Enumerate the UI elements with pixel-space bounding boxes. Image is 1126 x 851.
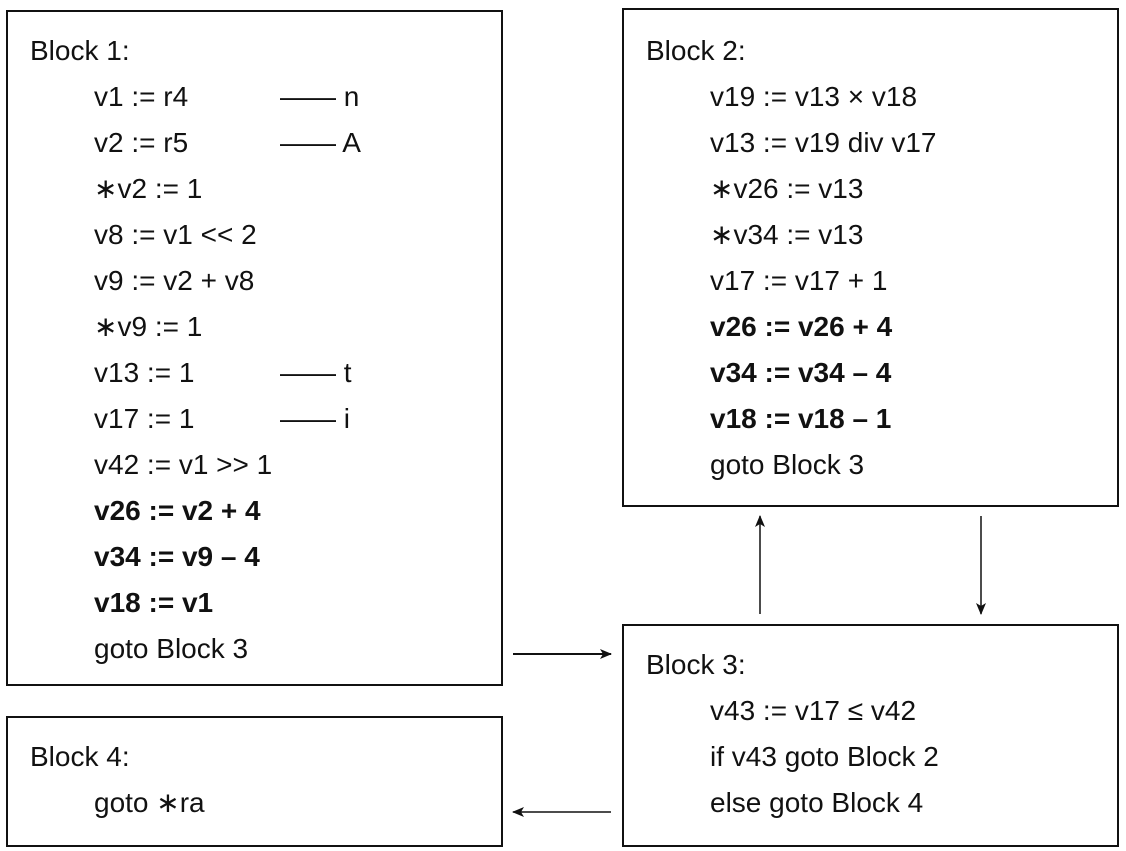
statement-text: v13 := v19 div v17 — [710, 127, 937, 158]
statement-line: ∗v9 := 1 — [94, 304, 272, 350]
statement-comment: —— A — [280, 127, 361, 158]
statement-line: v18 := v18 – 1 — [710, 396, 936, 442]
statement-text: v26 := v26 + 4 — [710, 311, 893, 342]
statement-line: v13 := 1 —— t — [94, 350, 352, 396]
block-4-title: Block 4: — [30, 741, 130, 772]
statement-line: goto Block 3 — [710, 442, 936, 488]
statement-line: ∗v26 := v13 — [710, 166, 936, 212]
statement-line: goto ∗ra — [94, 780, 205, 826]
statement-line: v2 := r5 —— A — [94, 120, 361, 166]
statement-line: if v43 goto Block 2 — [710, 734, 939, 780]
statement-text: ∗v34 := v13 — [710, 219, 864, 250]
block-1: Block 1: v1 := r4 —— n v2 := r5 —— A ∗v2 := … — [6, 10, 503, 686]
statement-line: v34 := v34 – 4 — [710, 350, 936, 396]
statement-text: v19 := v13 × v18 — [710, 81, 918, 112]
block-2-statements: v19 := v13 × v18 v13 := v19 div v17 ∗v26 :… — [710, 74, 936, 488]
statement-text: v8 := v1 << 2 — [94, 219, 257, 250]
statement-line: v42 := v1 >> 1 — [94, 442, 272, 488]
statement-line: v9 := v2 + v8 — [94, 258, 272, 304]
statement-line: v8 := v1 << 2 — [94, 212, 272, 258]
block-3: Block 3: v43 := v17 ≤ v42 if v43 goto Blo… — [622, 624, 1119, 847]
statement-line: v1 := r4 —— n — [94, 74, 359, 120]
statement-text: ∗v2 := 1 — [94, 173, 203, 204]
block-1-statements: v1 := r4 —— n v2 := r5 —— A ∗v2 := 1 v8 := v1… — [94, 74, 361, 672]
statement-text: else goto Block 4 — [710, 787, 924, 818]
statement-comment: —— i — [280, 403, 350, 434]
statement-line: goto Block 3 — [94, 626, 272, 672]
statement-text: if v43 goto Block 2 — [710, 741, 939, 772]
block-1-title: Block 1: — [30, 35, 130, 66]
statement-text: goto Block 3 — [710, 449, 865, 480]
statement-text: goto Block 3 — [94, 633, 249, 664]
statement-line: ∗v2 := 1 — [94, 166, 272, 212]
statement-text: v43 := v17 ≤ v42 — [710, 695, 917, 726]
block-3-title: Block 3: — [646, 649, 746, 680]
block-2-title: Block 2: — [646, 35, 746, 66]
block-2: Block 2: v19 := v13 × v18 v13 := v19 div … — [622, 8, 1119, 507]
block-4: Block 4: goto ∗ra — [6, 716, 503, 847]
statement-text: v34 := v34 – 4 — [710, 357, 892, 388]
statement-line: v43 := v17 ≤ v42 — [710, 688, 939, 734]
block-4-statements: goto ∗ra — [94, 780, 205, 826]
statement-text: v42 := v1 >> 1 — [94, 449, 273, 480]
statement-line: v26 := v26 + 4 — [710, 304, 936, 350]
statement-text: ∗v9 := 1 — [94, 311, 203, 342]
statement-text: goto ∗ra — [94, 787, 205, 818]
statement-text: v26 := v2 + 4 — [94, 495, 261, 526]
statement-text: v9 := v2 + v8 — [94, 265, 255, 296]
statement-line: v17 := 1 —— i — [94, 396, 350, 442]
statement-comment: —— n — [280, 81, 360, 112]
statement-line: v17 := v17 + 1 — [710, 258, 936, 304]
statement-text: v18 := v18 – 1 — [710, 403, 892, 434]
statement-line: v19 := v13 × v18 — [710, 74, 936, 120]
statement-text: v1 := r4 — [94, 81, 189, 112]
statement-comment: —— t — [280, 357, 352, 388]
statement-line: v18 := v1 — [94, 580, 272, 626]
statement-text: v17 := v17 + 1 — [710, 265, 888, 296]
statement-text: v18 := v1 — [94, 587, 214, 618]
statement-text: v2 := r5 — [94, 127, 189, 158]
block-3-statements: v43 := v17 ≤ v42 if v43 goto Block 2 else … — [710, 688, 939, 826]
statement-line: v26 := v2 + 4 — [94, 488, 272, 534]
statement-text: v17 := 1 — [94, 403, 195, 434]
statement-text: ∗v26 := v13 — [710, 173, 864, 204]
statement-line: ∗v34 := v13 — [710, 212, 936, 258]
statement-text: v13 := 1 — [94, 357, 195, 388]
statement-line: v13 := v19 div v17 — [710, 120, 936, 166]
statement-text: v34 := v9 – 4 — [94, 541, 260, 572]
statement-line: v34 := v9 – 4 — [94, 534, 272, 580]
statement-line: else goto Block 4 — [710, 780, 939, 826]
